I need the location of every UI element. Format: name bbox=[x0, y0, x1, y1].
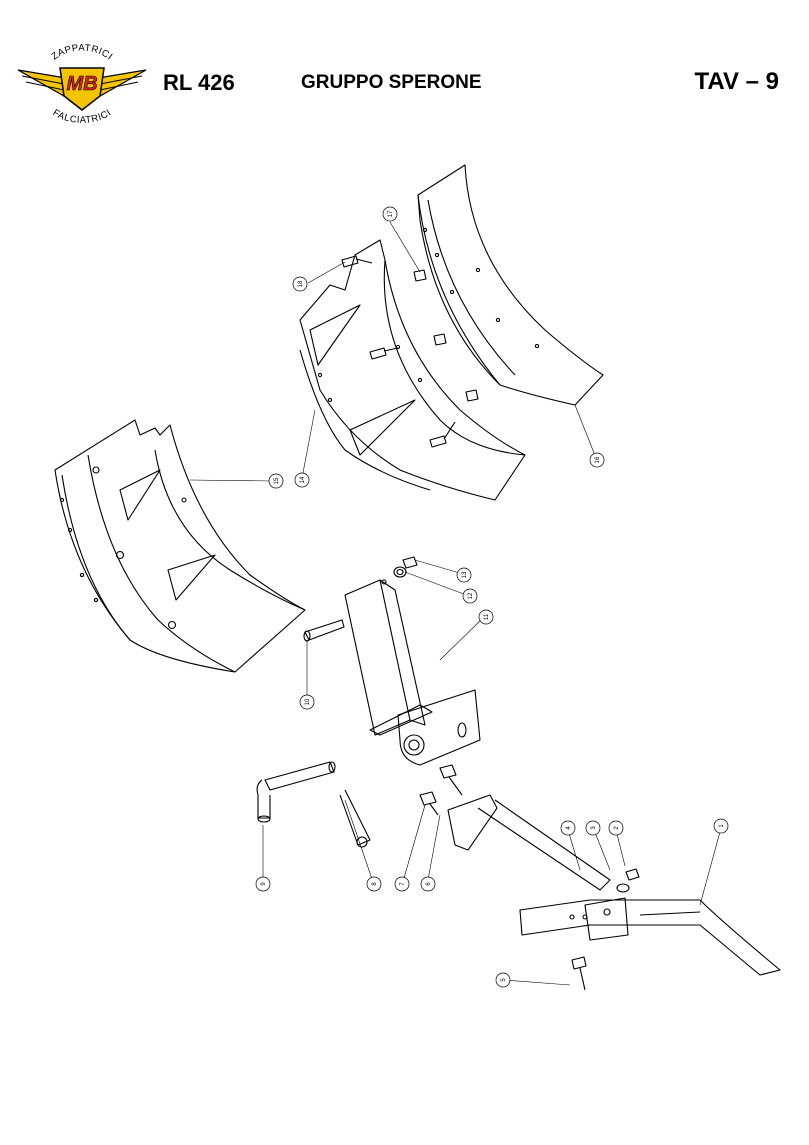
page-header: MB ZAPPATRICI FALCIATRICI RL 426 GRUPPO … bbox=[0, 0, 809, 140]
callout-circle-6 bbox=[420, 876, 436, 892]
logo-text-top: ZAPPATRICI bbox=[50, 43, 115, 63]
mb-brand-logo: MB ZAPPATRICI FALCIATRICI bbox=[17, 43, 147, 126]
callout-label-11: 11 bbox=[484, 613, 490, 620]
bracket-pin-hardware bbox=[303, 556, 418, 642]
support-bracket bbox=[344, 579, 481, 766]
callout-label-3: 3 bbox=[591, 826, 597, 830]
callout-label-10: 10 bbox=[305, 698, 311, 705]
callout-circle-17 bbox=[382, 206, 398, 222]
hinge-pin bbox=[256, 761, 371, 848]
leader-lines bbox=[189, 221, 722, 986]
callout-label-4: 4 bbox=[566, 826, 572, 830]
logo-shield bbox=[59, 67, 105, 111]
callout-circle-4 bbox=[560, 820, 576, 836]
callout-circle-11 bbox=[478, 609, 494, 625]
callout-circle-15 bbox=[268, 473, 284, 489]
callout-label-5: 5 bbox=[501, 978, 507, 982]
callout-circle-16 bbox=[589, 452, 605, 468]
logo-mark: MB bbox=[66, 73, 97, 95]
shroud-bolts bbox=[341, 255, 479, 448]
callout-label-18: 18 bbox=[298, 280, 304, 287]
callout-label-8: 8 bbox=[372, 882, 378, 886]
middle-curved-shroud bbox=[299, 239, 526, 501]
callout-circle-13 bbox=[456, 567, 472, 583]
callout-label-16: 16 bbox=[595, 456, 601, 463]
callout-circle-14 bbox=[294, 472, 310, 488]
callout-label-17: 17 bbox=[388, 210, 394, 217]
callout-circle-8 bbox=[366, 876, 382, 892]
callout-label-7: 7 bbox=[400, 882, 406, 886]
callout-circle-3 bbox=[585, 820, 601, 836]
model-code: RL 426 bbox=[163, 70, 235, 95]
callout-circle-10 bbox=[299, 694, 315, 710]
callout-label-13: 13 bbox=[462, 571, 468, 578]
callout-circle-7 bbox=[394, 876, 410, 892]
callout-label-15: 15 bbox=[274, 477, 280, 484]
callout-label-6: 6 bbox=[426, 882, 432, 886]
front-curved-guard bbox=[54, 419, 306, 673]
callout-circle-9 bbox=[255, 876, 271, 892]
callout-label-14: 14 bbox=[300, 476, 306, 483]
callout-label-12: 12 bbox=[468, 592, 474, 599]
callout-circle-2 bbox=[608, 820, 624, 836]
mount-bolts bbox=[419, 764, 463, 816]
spur-arm bbox=[447, 794, 781, 991]
table-number: TAV – 9 bbox=[694, 68, 779, 95]
rear-curved-guard bbox=[417, 164, 604, 406]
callout-circle-18 bbox=[292, 276, 308, 292]
logo-wings bbox=[17, 69, 147, 97]
callout-label-2: 2 bbox=[614, 826, 620, 830]
page-title: GRUPPO SPERONE bbox=[301, 72, 482, 93]
callout-label-9: 9 bbox=[261, 882, 267, 886]
callout-circle-5 bbox=[495, 972, 511, 988]
callout-label-1: 1 bbox=[719, 824, 725, 828]
callout-circle-12 bbox=[462, 588, 478, 604]
callout-circle-1 bbox=[713, 818, 729, 834]
